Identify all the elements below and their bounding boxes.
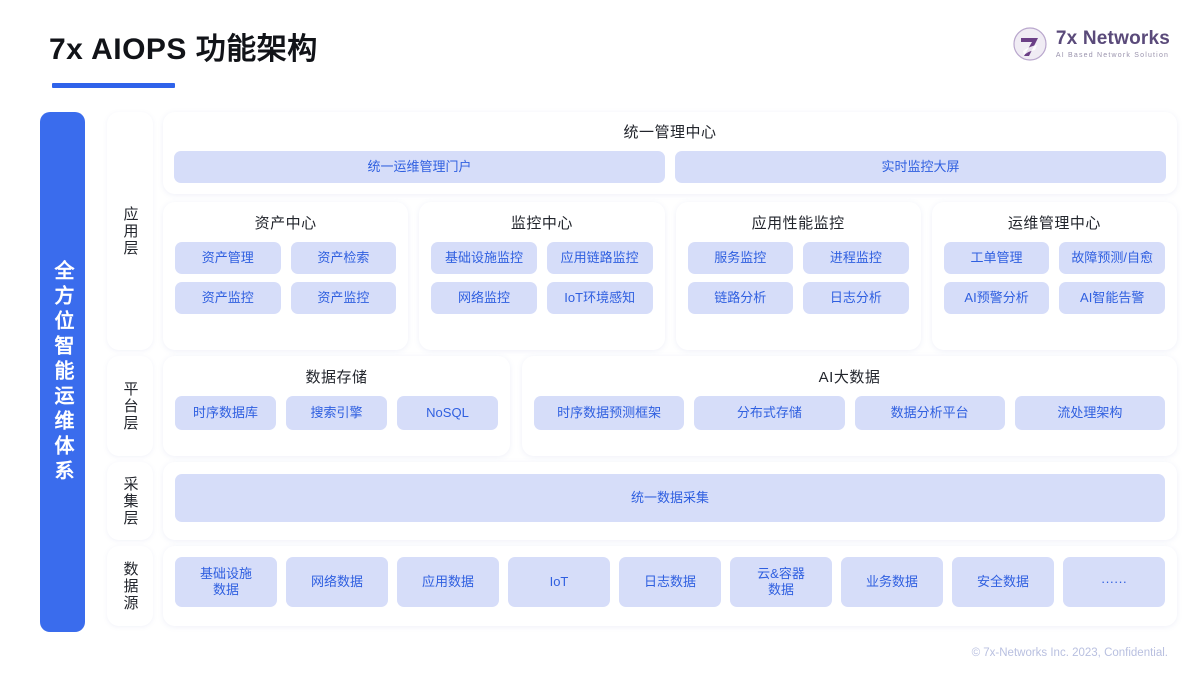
platform-layer-body: 数据存储 时序数据库 搜索引擎 NoSQL AI大数据 时序数据预测框架 分布式… xyxy=(163,356,1177,456)
chip-process-monitoring[interactable]: 进程监控 xyxy=(803,242,909,274)
chip-service-monitoring[interactable]: 服务监控 xyxy=(687,242,794,274)
unified-management-center-card: 统一管理中心 统一运维管理门户 实时监控大屏 xyxy=(163,112,1177,194)
row-datasource-layer: 数据源 基础设施 数据 网络数据 应用数据 IoT 日志数据 云&容器 数据 业… xyxy=(107,546,1177,626)
architecture-spine-banner: 全方位智能运维体系 xyxy=(40,112,85,632)
chip-business-data[interactable]: 业务数据 xyxy=(841,557,943,607)
chip-stream-processing-architecture[interactable]: 流处理架构 xyxy=(1014,396,1165,430)
card-data-sources: 基础设施 数据 网络数据 应用数据 IoT 日志数据 云&容器 数据 业务数据 … xyxy=(163,546,1177,626)
chip-search-engine[interactable]: 搜索引擎 xyxy=(286,396,387,430)
application-feature-cards: 资产中心 资产管理 资产检索 资产监控 资产监控 监控中心 xyxy=(163,202,1177,350)
card-asset-center-title: 资产中心 xyxy=(254,215,317,232)
spine-label: 全方位智能运维体系 xyxy=(51,259,73,485)
chip-ticket-management[interactable]: 工单管理 xyxy=(943,242,1050,274)
chip-security-data[interactable]: 安全数据 xyxy=(952,557,1054,607)
brand-logo: 7x Networks AI Based Network Solution xyxy=(1012,26,1170,62)
chip-infrastructure-data[interactable]: 基础设施 数据 xyxy=(175,557,277,607)
unified-management-center-items: 统一运维管理门户 实时监控大屏 xyxy=(174,151,1166,183)
logo-text-block: 7x Networks AI Based Network Solution xyxy=(1056,29,1170,59)
chip-unified-ops-portal[interactable]: 统一运维管理门户 xyxy=(174,151,665,183)
chip-realtime-monitor-wall[interactable]: 实时监控大屏 xyxy=(675,151,1166,183)
chip-fault-prediction-self-healing[interactable]: 故障预测/自愈 xyxy=(1059,242,1165,274)
card-ops-management-center-title: 运维管理中心 xyxy=(1007,215,1101,232)
card-ai-big-data-chips: 时序数据预测框架 分布式存储 数据分析平台 流处理架构 xyxy=(534,396,1165,430)
layer-tag-application-label: 应用层 xyxy=(121,205,139,257)
card-asset-center-chips: 资产管理 资产检索 资产监控 资产监控 xyxy=(175,242,397,314)
card-monitoring-center: 监控中心 基础设施监控 应用链路监控 网络监控 IoT环境感知 xyxy=(419,202,665,350)
datasource-layer-body: 基础设施 数据 网络数据 应用数据 IoT 日志数据 云&容器 数据 业务数据 … xyxy=(163,546,1177,626)
logo-tagline: AI Based Network Solution xyxy=(1055,52,1170,59)
chip-timeseries-forecast-framework[interactable]: 时序数据预测框架 xyxy=(534,396,685,430)
card-data-storage: 数据存储 时序数据库 搜索引擎 NoSQL xyxy=(163,356,510,456)
card-data-storage-title: 数据存储 xyxy=(305,369,368,386)
card-data-storage-chips: 时序数据库 搜索引擎 NoSQL xyxy=(175,396,498,430)
chip-more-ellipsis[interactable]: ······ xyxy=(1063,557,1165,607)
footer-copyright: © 7x-Networks Inc. 2023, Confidential. xyxy=(971,647,1168,659)
chip-network-data[interactable]: 网络数据 xyxy=(286,557,388,607)
chip-app-trace-monitoring[interactable]: 应用链路监控 xyxy=(546,242,653,274)
title-underline-rule xyxy=(52,83,175,88)
layer-tag-platform-label: 平台层 xyxy=(121,380,139,432)
row-application-layer: 应用层 统一管理中心 统一运维管理门户 实时监控大屏 xyxy=(107,112,1177,350)
chip-network-monitoring[interactable]: 网络监控 xyxy=(431,282,537,314)
application-layer-body: 统一管理中心 统一运维管理门户 实时监控大屏 资产中心 资产管理 xyxy=(163,112,1177,350)
chip-data-analytics-platform[interactable]: 数据分析平台 xyxy=(854,396,1005,430)
chip-trace-analysis[interactable]: 链路分析 xyxy=(687,282,794,314)
chip-cloud-container-data[interactable]: 云&容器 数据 xyxy=(730,557,832,607)
chip-log-analysis[interactable]: 日志分析 xyxy=(803,282,909,314)
card-asset-center: 资产中心 资产管理 资产检索 资产监控 资产监控 xyxy=(163,202,409,350)
chip-asset-monitoring-1[interactable]: 资产监控 xyxy=(175,282,281,314)
card-monitoring-center-chips: 基础设施监控 应用链路监控 网络监控 IoT环境感知 xyxy=(431,242,653,314)
card-ai-big-data-title: AI大数据 xyxy=(818,369,881,386)
chip-unified-data-collection[interactable]: 统一数据采集 xyxy=(175,474,1165,522)
unified-management-center-title: 统一管理中心 xyxy=(623,124,717,141)
card-ops-management-center-chips: 工单管理 故障预测/自愈 AI预警分析 AI智能告警 xyxy=(943,242,1165,314)
chip-log-data[interactable]: 日志数据 xyxy=(619,557,721,607)
logo-name: 7x Networks xyxy=(1055,28,1170,49)
chip-application-data[interactable]: 应用数据 xyxy=(397,557,499,607)
layer-tag-datasource: 数据源 xyxy=(107,546,153,626)
row-collection-layer: 采集层 统一数据采集 xyxy=(107,462,1177,540)
chip-iot-environment-sensing[interactable]: IoT环境感知 xyxy=(546,282,653,314)
layer-rows: 应用层 统一管理中心 统一运维管理门户 实时监控大屏 xyxy=(107,112,1177,632)
chip-infrastructure-monitoring[interactable]: 基础设施监控 xyxy=(431,242,537,274)
card-ops-management-center: 运维管理中心 工单管理 故障预测/自愈 AI预警分析 AI智能告警 xyxy=(931,202,1177,350)
chip-distributed-storage[interactable]: 分布式存储 xyxy=(694,396,845,430)
chip-asset-monitoring-2[interactable]: 资产监控 xyxy=(290,282,397,314)
card-apm-chips: 服务监控 进程监控 链路分析 日志分析 xyxy=(687,242,909,314)
seven-x-logo-icon xyxy=(1012,26,1048,62)
collection-layer-body: 统一数据采集 xyxy=(163,462,1177,540)
card-unified-collection: 统一数据采集 xyxy=(163,462,1177,540)
data-source-chips: 基础设施 数据 网络数据 应用数据 IoT 日志数据 云&容器 数据 业务数据 … xyxy=(175,557,1165,607)
chip-nosql[interactable]: NoSQL xyxy=(397,396,498,430)
chip-ai-intelligent-alarm[interactable]: AI智能告警 xyxy=(1059,282,1165,314)
card-ai-big-data: AI大数据 时序数据预测框架 分布式存储 数据分析平台 流处理架构 xyxy=(522,356,1177,456)
layer-tag-platform: 平台层 xyxy=(107,356,153,456)
layer-tag-collection-label: 采集层 xyxy=(121,475,139,527)
layer-tag-collection: 采集层 xyxy=(107,462,153,540)
chip-ai-early-warning-analysis[interactable]: AI预警分析 xyxy=(943,282,1050,314)
chip-time-series-database[interactable]: 时序数据库 xyxy=(175,396,276,430)
card-apm: 应用性能监控 服务监控 进程监控 链路分析 日志分析 xyxy=(675,202,921,350)
application-stack: 统一管理中心 统一运维管理门户 实时监控大屏 资产中心 资产管理 xyxy=(163,112,1177,350)
card-monitoring-center-title: 监控中心 xyxy=(510,215,573,232)
row-platform-layer: 平台层 数据存储 时序数据库 搜索引擎 NoSQL AI大数据 xyxy=(107,356,1177,456)
chip-asset-search[interactable]: 资产检索 xyxy=(290,242,397,274)
card-apm-title: 应用性能监控 xyxy=(751,215,845,232)
page-title: 7x AIOPS 功能架构 xyxy=(49,33,318,66)
chip-iot-data[interactable]: IoT xyxy=(508,557,610,607)
layer-tag-datasource-label: 数据源 xyxy=(121,560,139,612)
slide-header: 7x AIOPS 功能架构 7x Networks AI Based Netwo… xyxy=(0,0,1200,100)
architecture-board: 全方位智能运维体系 应用层 统一管理中心 统一运维管理门户 实时监控大屏 xyxy=(0,100,1200,645)
chip-asset-management[interactable]: 资产管理 xyxy=(175,242,281,274)
layer-tag-application: 应用层 xyxy=(107,112,153,350)
